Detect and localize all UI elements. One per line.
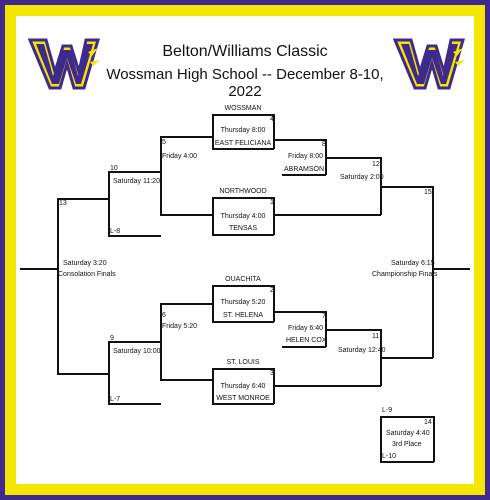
g10-bottom-line [108, 235, 161, 237]
g14-top-source: L-9 [382, 407, 393, 414]
g2-bottom-line [212, 321, 274, 323]
g7-bottom-line [282, 346, 326, 348]
g15-label: Championship Finals [372, 271, 438, 278]
g2-right-line [273, 285, 275, 322]
g14-bottom-source: L-10 [382, 453, 397, 460]
g6-bottom-line [160, 379, 213, 381]
g10-vertical-line [108, 171, 110, 236]
g6-top-line [160, 303, 213, 305]
g5-bottom-line [160, 214, 213, 216]
g9-top-line [108, 341, 161, 343]
g12-bottom-line [273, 214, 381, 216]
g5-top-line [160, 136, 213, 138]
wossman-w-logo-left [28, 38, 100, 90]
g15-number: 15 [424, 189, 432, 196]
g11-bottom-line [273, 385, 381, 387]
g3-top-line [212, 368, 274, 370]
g15-vertical-line [432, 186, 434, 358]
g1-time: Thursday 4:00 [220, 213, 266, 220]
g4-top-line [212, 114, 274, 116]
g11-top-line [325, 329, 381, 331]
g11-number: 11 [372, 333, 380, 340]
g7-number: 7 [322, 313, 326, 320]
g1-number: 1 [270, 199, 274, 206]
g3-top-team: ST. LOUIS [226, 359, 260, 366]
g1-top-line [212, 197, 274, 199]
g14-number: 14 [424, 419, 432, 426]
g13-label: Consolation Finals [58, 271, 116, 278]
g2-time: Thursday 5:20 [220, 299, 266, 306]
g4-right-line [273, 114, 275, 149]
g9-vertical-line [108, 341, 110, 404]
g1-left-line [212, 197, 214, 235]
g3-time: Thursday 6:40 [220, 383, 266, 390]
g14-right-line [433, 416, 435, 462]
g2-bottom-team: ST. HELENA [222, 312, 264, 319]
g13-number: 13 [59, 200, 67, 207]
g9-bottom-line [108, 403, 161, 405]
g5-time: Friday 4:00 [162, 153, 198, 160]
bracket-sheet [16, 16, 474, 484]
g9-loser: L-7 [110, 396, 121, 403]
g14-top-line [380, 416, 434, 418]
g8-time: Friday 8:00 [288, 153, 324, 160]
g2-top-team: OUACHITA [225, 276, 261, 283]
g11-time: Saturday 12:40 [338, 347, 386, 354]
page-title: Belton/Williams Classic [162, 43, 328, 60]
g13-vertical-line [57, 198, 59, 374]
page-subtitle: Wossman High School -- December 8-10, 20… [106, 66, 384, 100]
g6-number: 6 [162, 312, 166, 319]
g1-top-team: NORTHWOOD [219, 188, 267, 195]
g4-number: 4 [270, 116, 274, 123]
g3-bottom-line [212, 403, 274, 405]
g10-time: Saturday 11:20 [113, 178, 160, 185]
g3-left-line [212, 368, 214, 404]
g8-bottom-line [282, 174, 326, 176]
g15-winner-line [432, 268, 470, 270]
wossman-w-logo-right [393, 38, 465, 90]
g8-number: 8 [322, 141, 326, 148]
g4-bottom-team: EAST FELICIANA [214, 140, 272, 147]
g7-team: HELEN COX [286, 337, 327, 344]
g14-label: 3rd Place [392, 441, 422, 448]
g3-bottom-team: WEST MONROE [216, 395, 270, 402]
g2-top-line [212, 285, 274, 287]
g1-right-line [273, 197, 275, 235]
g8-top-line [273, 139, 326, 141]
g15-time: Saturday 6:15 [391, 260, 435, 267]
g5-vertical-line [160, 136, 162, 215]
g6-time: Friday 5:20 [162, 323, 198, 330]
g10-number: 10 [110, 165, 118, 172]
g4-top-team: WOSSMAN [224, 105, 262, 112]
g14-time: Saturday 4:40 [386, 430, 430, 437]
g9-number: 9 [110, 335, 114, 342]
g12-time: Saturday 2:00 [340, 174, 384, 181]
g12-top-line [325, 157, 381, 159]
g4-bottom-line [212, 148, 274, 150]
g13-bottom-line [57, 373, 109, 375]
g13-top-line [57, 198, 109, 200]
g3-number: 3 [270, 370, 274, 377]
g4-time: Thursday 8:00 [220, 127, 266, 134]
g4-left-line [212, 114, 214, 149]
g14-bottom-line [380, 461, 434, 463]
g10-top-line [108, 171, 161, 173]
g1-bottom-team: TENSAS [228, 225, 257, 232]
g10-loser: L-8 [110, 228, 121, 235]
g1-bottom-line [212, 234, 274, 236]
g9-time: Saturday 10:00 [113, 348, 161, 355]
g5-number: 5 [162, 139, 166, 146]
g12-number: 12 [372, 161, 380, 168]
g15-bottom-line [380, 357, 433, 359]
g13-winner-line [20, 268, 58, 270]
g15-top-line [380, 186, 433, 188]
g8-team: ABRAMSON [284, 166, 325, 173]
g7-time: Friday 6:40 [288, 325, 324, 332]
g14-left-line [380, 416, 382, 462]
g13-time: Saturday 3:20 [63, 260, 107, 267]
g7-top-line [273, 311, 326, 313]
g2-number: 2 [270, 287, 274, 294]
